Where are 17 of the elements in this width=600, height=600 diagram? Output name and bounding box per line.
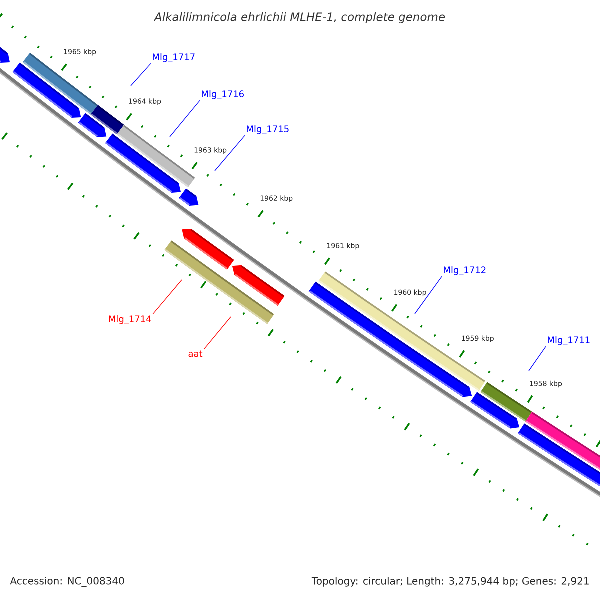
leader-line bbox=[204, 316, 232, 350]
gene-label: Mlg_1715 bbox=[247, 126, 289, 134]
gene-label: Mlg_1711 bbox=[548, 336, 590, 346]
leader-line bbox=[152, 280, 182, 315]
gene-label: Mlg_1712 bbox=[444, 266, 486, 276]
leader-line bbox=[214, 135, 246, 172]
leader-line bbox=[414, 276, 442, 314]
gene-label: Mlg_1714 bbox=[109, 316, 152, 324]
footer-text: Topology: circular; Length: 3,275,944 bp; Genes: 2,921 bbox=[312, 577, 589, 587]
leader-line bbox=[170, 100, 200, 138]
footer-text: Accession: NC_008340 bbox=[10, 577, 124, 587]
gene-label: Mlg_1716 bbox=[202, 90, 244, 100]
leader-line bbox=[528, 346, 546, 372]
leader-line bbox=[130, 63, 152, 86]
title: Alkalilimnicola ehrlichii MLHE-1, complete genome bbox=[154, 12, 446, 24]
gene-label: aat bbox=[188, 350, 203, 358]
gene-label: Mlg_1717 bbox=[153, 54, 195, 62]
